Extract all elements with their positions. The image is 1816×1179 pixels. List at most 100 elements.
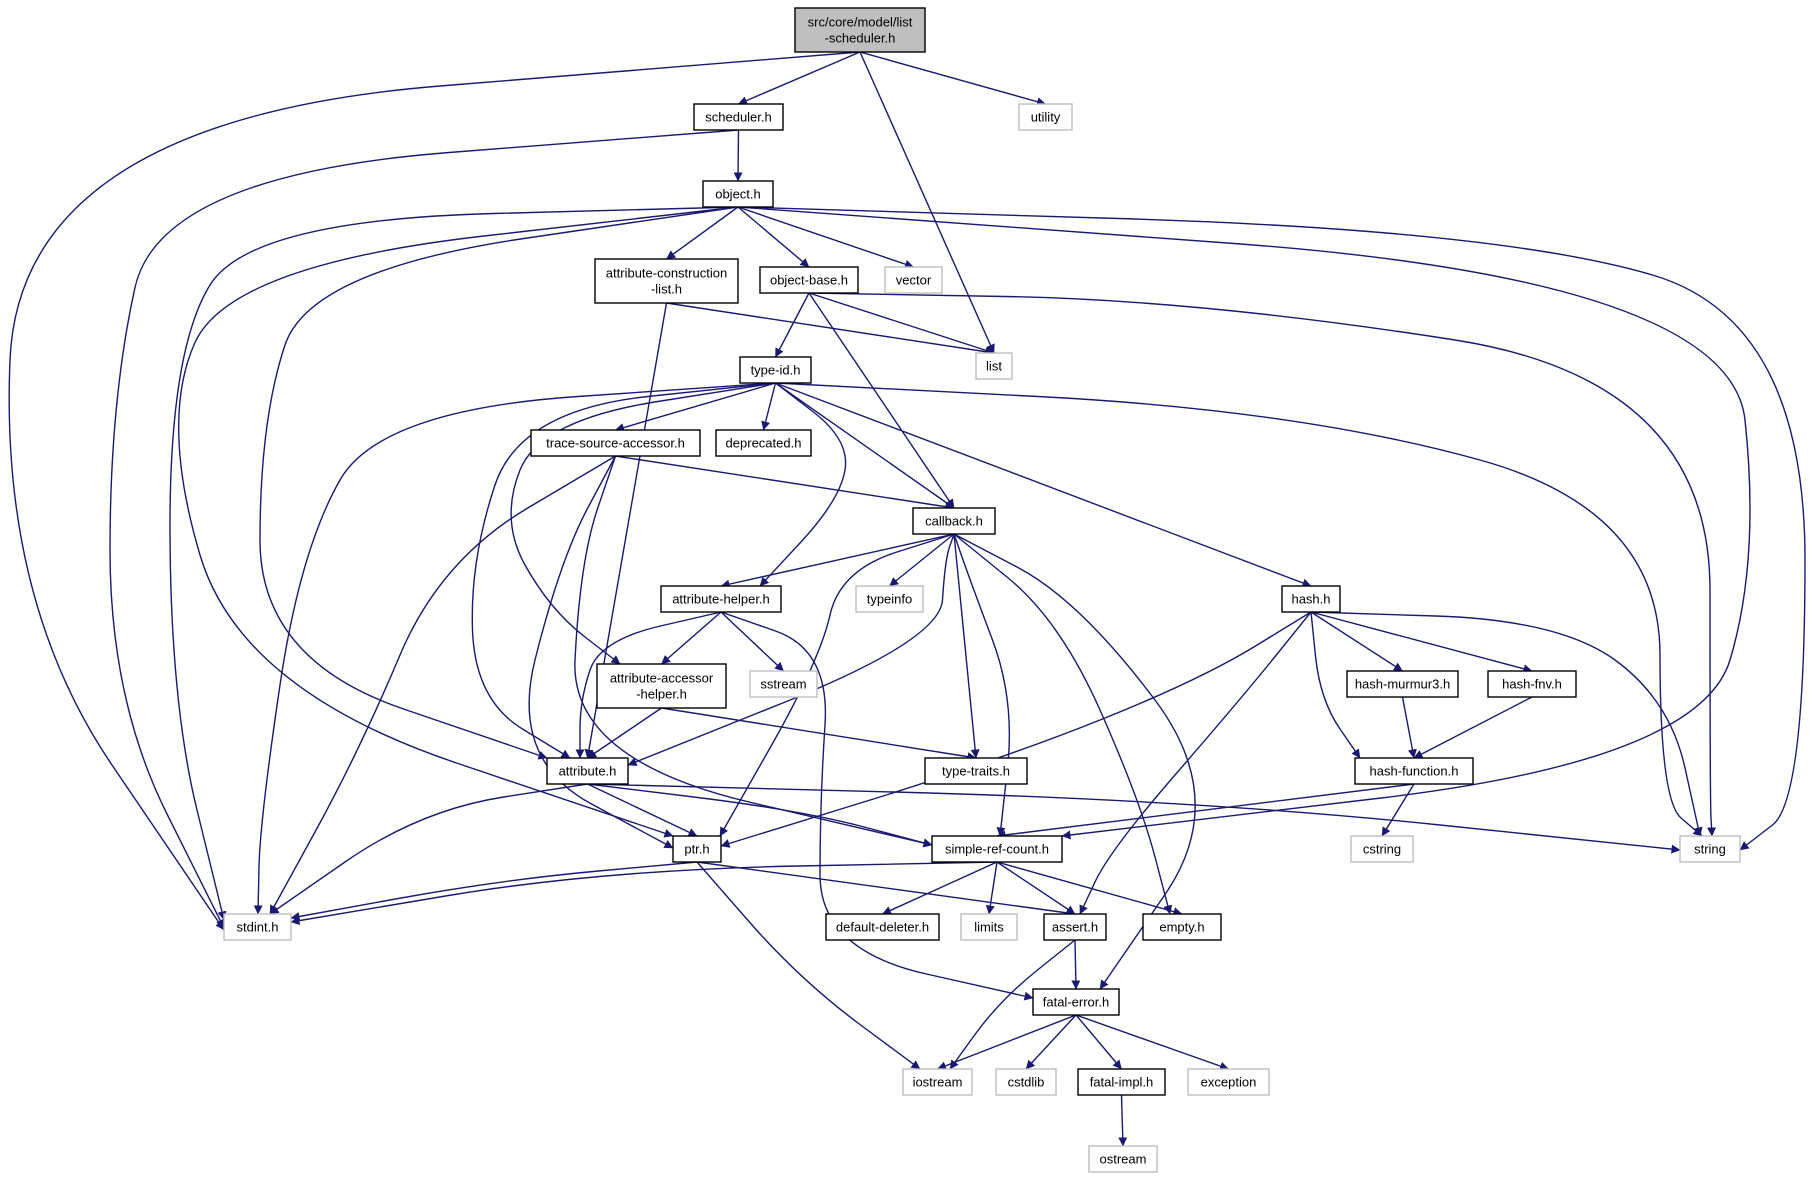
edge-fatalimpl-to-ostream	[1118, 1094, 1128, 1147]
edge-callback-to-ptr	[719, 533, 955, 837]
node-label: ptr.h	[684, 842, 709, 857]
node-hash[interactable]: hash.h	[1281, 585, 1341, 613]
edge-tsa-to-ptr	[528, 455, 674, 849]
node-empty[interactable]: empty.h	[1142, 913, 1222, 941]
edge-objbase-to-list	[808, 292, 995, 355]
node-box	[1350, 835, 1414, 863]
edge-callback-to-attrhelper	[720, 533, 955, 589]
edge-attrhelper-to-fatal	[720, 611, 1034, 1001]
node-cstring: cstring	[1350, 835, 1414, 863]
edge-fnv-to-hashfunc	[1413, 696, 1533, 759]
edge-fatal-to-iostream	[937, 1014, 1077, 1071]
node-aah[interactable]: attribute-accessor-helper.h	[596, 663, 727, 709]
node-src[interactable]: simple-ref-count.h	[931, 835, 1063, 863]
node-label: object.h	[715, 187, 761, 202]
edge-hash-to-murmur	[1310, 611, 1403, 672]
edge-callback-to-fatal	[953, 533, 1196, 990]
node-hashfunc[interactable]: hash-function.h	[1354, 757, 1474, 785]
edge-hash-to-assert	[1079, 611, 1312, 915]
edge-typeid-to-hash	[775, 382, 1312, 588]
node-label: -list.h	[651, 282, 682, 297]
edge-hashfunc-to-src	[996, 783, 1415, 840]
node-fatal[interactable]: fatal-error.h	[1032, 988, 1120, 1016]
node-label: ostream	[1100, 1152, 1147, 1167]
edge-fatal-to-fatalimpl	[1075, 1014, 1123, 1070]
edge-attrhelper-to-attribute	[575, 611, 722, 759]
node-box	[660, 585, 782, 613]
node-box	[223, 913, 292, 941]
edge-typeid-to-deprecated	[761, 382, 777, 431]
edge-typeid-to-attribute	[471, 382, 776, 759]
node-label: simple-ref-count.h	[945, 842, 1049, 857]
node-box	[693, 103, 784, 131]
edge-objbase-to-callback	[808, 292, 955, 509]
node-typeid[interactable]: type-id.h	[739, 356, 812, 384]
edge-typeid-to-attrhelper	[759, 382, 847, 587]
edge-callback-to-typeinfo	[889, 533, 955, 587]
node-box	[759, 266, 859, 294]
node-label: -helper.h	[636, 687, 687, 702]
node-object[interactable]: object.h	[702, 180, 774, 208]
edge-attribute-to-ptr	[587, 783, 698, 837]
node-box	[715, 429, 812, 457]
edge-ptr-to-stdint	[290, 861, 698, 921]
node-box	[855, 585, 924, 613]
edge-object-to-src	[737, 206, 1751, 840]
node-box	[1187, 1068, 1270, 1096]
edge-typeid-to-aah	[510, 382, 776, 665]
node-label: iostream	[913, 1075, 963, 1090]
edge-hash-to-ptr	[720, 611, 1312, 848]
node-label: typeinfo	[867, 592, 913, 607]
node-defdel[interactable]: default-deleter.h	[825, 913, 940, 941]
edge-attribute-to-src	[587, 783, 933, 848]
node-box	[912, 507, 996, 535]
edge-root-to-scheduler	[738, 51, 861, 105]
edge-hash-to-fnv	[1310, 611, 1533, 674]
node-attrcons[interactable]: attribute-construction-list.h	[594, 258, 739, 304]
edge-src-to-limits	[985, 861, 998, 915]
edge-tsa-to-stdint	[269, 455, 616, 915]
edge-root-to-stdint	[8, 51, 861, 931]
node-scheduler[interactable]: scheduler.h	[693, 103, 784, 131]
node-label: default-deleter.h	[836, 920, 929, 935]
edge-object-to-objbase	[737, 206, 810, 268]
edge-murmur-to-hashfunc	[1401, 696, 1417, 759]
node-string: string	[1679, 835, 1741, 863]
node-root: src/core/model/list-scheduler.h	[794, 7, 926, 53]
node-box	[995, 1068, 1057, 1096]
edge-typeid-to-callback	[775, 382, 955, 509]
node-fatalimpl[interactable]: fatal-impl.h	[1077, 1068, 1166, 1096]
node-box	[1088, 1145, 1158, 1173]
node-objbase[interactable]: object-base.h	[759, 266, 859, 294]
node-box	[902, 1068, 973, 1096]
node-assert[interactable]: assert.h	[1043, 913, 1107, 941]
node-murmur[interactable]: hash-murmur3.h	[1346, 670, 1459, 698]
edge-object-to-stdint	[169, 206, 739, 921]
node-label: hash-murmur3.h	[1355, 677, 1450, 692]
node-label: fatal-impl.h	[1090, 1075, 1154, 1090]
node-callback[interactable]: callback.h	[912, 507, 996, 535]
edge-ptr-to-iostream	[696, 861, 921, 1070]
node-label: hash.h	[1291, 592, 1330, 607]
node-tsa[interactable]: trace-source-accessor.h	[530, 429, 701, 457]
node-box	[924, 757, 1028, 785]
node-box	[1281, 585, 1341, 613]
edge-callback-to-attribute	[627, 533, 955, 766]
edge-attrhelper-to-aah	[661, 611, 722, 665]
node-fnv[interactable]: hash-fnv.h	[1487, 670, 1577, 698]
node-box	[594, 258, 739, 304]
node-exception: exception	[1187, 1068, 1270, 1096]
edge-hash-to-hashfunc	[1310, 611, 1361, 759]
node-label: type-id.h	[751, 363, 801, 378]
node-deprecated[interactable]: deprecated.h	[715, 429, 812, 457]
node-box	[1354, 757, 1474, 785]
edge-typeid-to-tsa	[615, 382, 776, 432]
node-label: src/core/model/list	[808, 15, 913, 30]
node-attribute[interactable]: attribute.h	[546, 757, 629, 785]
node-ptr[interactable]: ptr.h	[672, 835, 722, 863]
node-attrhelper[interactable]: attribute-helper.h	[660, 585, 782, 613]
node-label: callback.h	[925, 514, 983, 529]
node-typetraits[interactable]: type-traits.h	[924, 757, 1028, 785]
node-list: list	[975, 352, 1013, 380]
